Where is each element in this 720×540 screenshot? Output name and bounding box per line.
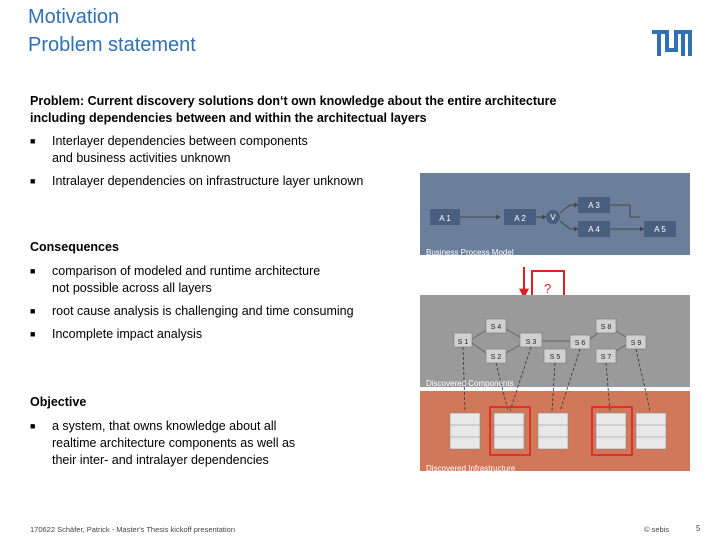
bullet-text: their inter- and intralayer dependencies [52, 453, 269, 467]
activity-a3: A 3 [578, 197, 610, 213]
services-layer-label: Discovered Components [426, 379, 514, 388]
business-flow [460, 202, 645, 232]
gateway: V [546, 210, 560, 224]
activity-a1: A 1 [430, 209, 460, 225]
service-links [471, 328, 627, 354]
consequences-heading: Consequences [30, 240, 119, 254]
svg-text:S 6: S 6 [575, 340, 586, 347]
problem-statement: Problem: Current discovery solutions don… [30, 93, 650, 127]
svg-text:S 8: S 8 [601, 324, 612, 331]
bullet-icon: ■ [30, 136, 36, 146]
service-s1: S 1 [453, 332, 473, 348]
bullet-text: not possible across all layers [52, 281, 212, 295]
footer-text: 170622 Schäfer, Patrick - Master's Thesi… [30, 525, 236, 534]
server-3 [537, 412, 569, 450]
activity-a4: A 4 [578, 221, 610, 237]
svg-text:S 9: S 9 [631, 340, 642, 347]
service-s9: S 9 [625, 334, 647, 350]
infrastructure-layer-label: Discovered Infrastructure [426, 464, 516, 473]
service-s7: S 7 [595, 348, 617, 364]
svg-text:A 5: A 5 [654, 225, 666, 234]
bullet-icon: ■ [30, 306, 36, 316]
business-layer-label: Business Process Model [426, 248, 514, 257]
svg-text:S 7: S 7 [601, 354, 612, 361]
svg-text:S 1: S 1 [458, 339, 469, 346]
bullet-text: a system, that owns knowledge about all [52, 419, 277, 433]
svg-text:S 3: S 3 [526, 339, 537, 346]
server-1 [449, 412, 481, 450]
server-4 [595, 412, 627, 450]
svg-text:A 3: A 3 [588, 201, 600, 210]
slide-subtitle: Problem statement [28, 34, 196, 56]
deployment-links [462, 346, 651, 412]
service-s3: S 3 [519, 332, 543, 348]
bullet-text: Interlayer dependencies between componen… [52, 134, 308, 148]
activity-a2: A 2 [504, 209, 536, 225]
server-5 [635, 412, 667, 450]
svg-text:A 4: A 4 [588, 225, 600, 234]
svg-text:A 1: A 1 [439, 214, 451, 223]
svg-text:S 4: S 4 [491, 324, 502, 331]
footer-copyright: © sebis [644, 525, 670, 534]
svg-text:A 2: A 2 [514, 214, 526, 223]
bullet-text: root cause analysis is challenging and t… [52, 304, 354, 318]
activity-a5: A 5 [644, 221, 676, 237]
architecture-diagram: A 1 A 2 V A 3 A 4 A 5 Business Process M… [420, 173, 690, 473]
svg-text:?: ? [544, 281, 551, 296]
server-2 [493, 412, 525, 450]
bullet-icon: ■ [30, 329, 36, 339]
highlight-boxes [489, 406, 633, 456]
problem-line-2: including dependencies between and withi… [30, 111, 427, 125]
bullet-text: Incomplete impact analysis [52, 327, 203, 341]
tum-logo-icon [652, 30, 692, 56]
problem-line-1: Problem: Current discovery solutions don… [30, 94, 557, 108]
service-s2: S 2 [485, 348, 507, 364]
bullet-text: and business activities unknown [52, 151, 231, 165]
service-s4: S 4 [485, 318, 507, 334]
svg-text:S 5: S 5 [550, 354, 561, 361]
bullet-icon: ■ [30, 176, 36, 186]
bullet-text: comparison of modeled and runtime archit… [52, 264, 321, 278]
objective-heading: Objective [30, 395, 87, 409]
service-s6: S 6 [569, 334, 591, 350]
service-s8: S 8 [595, 318, 617, 334]
bullet-icon: ■ [30, 421, 36, 431]
slide-title: Motivation [28, 6, 120, 28]
service-s5: S 5 [543, 348, 567, 364]
svg-text:S 2: S 2 [491, 354, 502, 361]
bullet-text: Intralayer dependencies on infrastructur… [52, 174, 364, 188]
svg-text:V: V [550, 213, 556, 222]
bullet-icon: ■ [30, 266, 36, 276]
bullet-text: realtime architecture components as well… [52, 436, 296, 450]
page-number: 5 [696, 524, 701, 533]
